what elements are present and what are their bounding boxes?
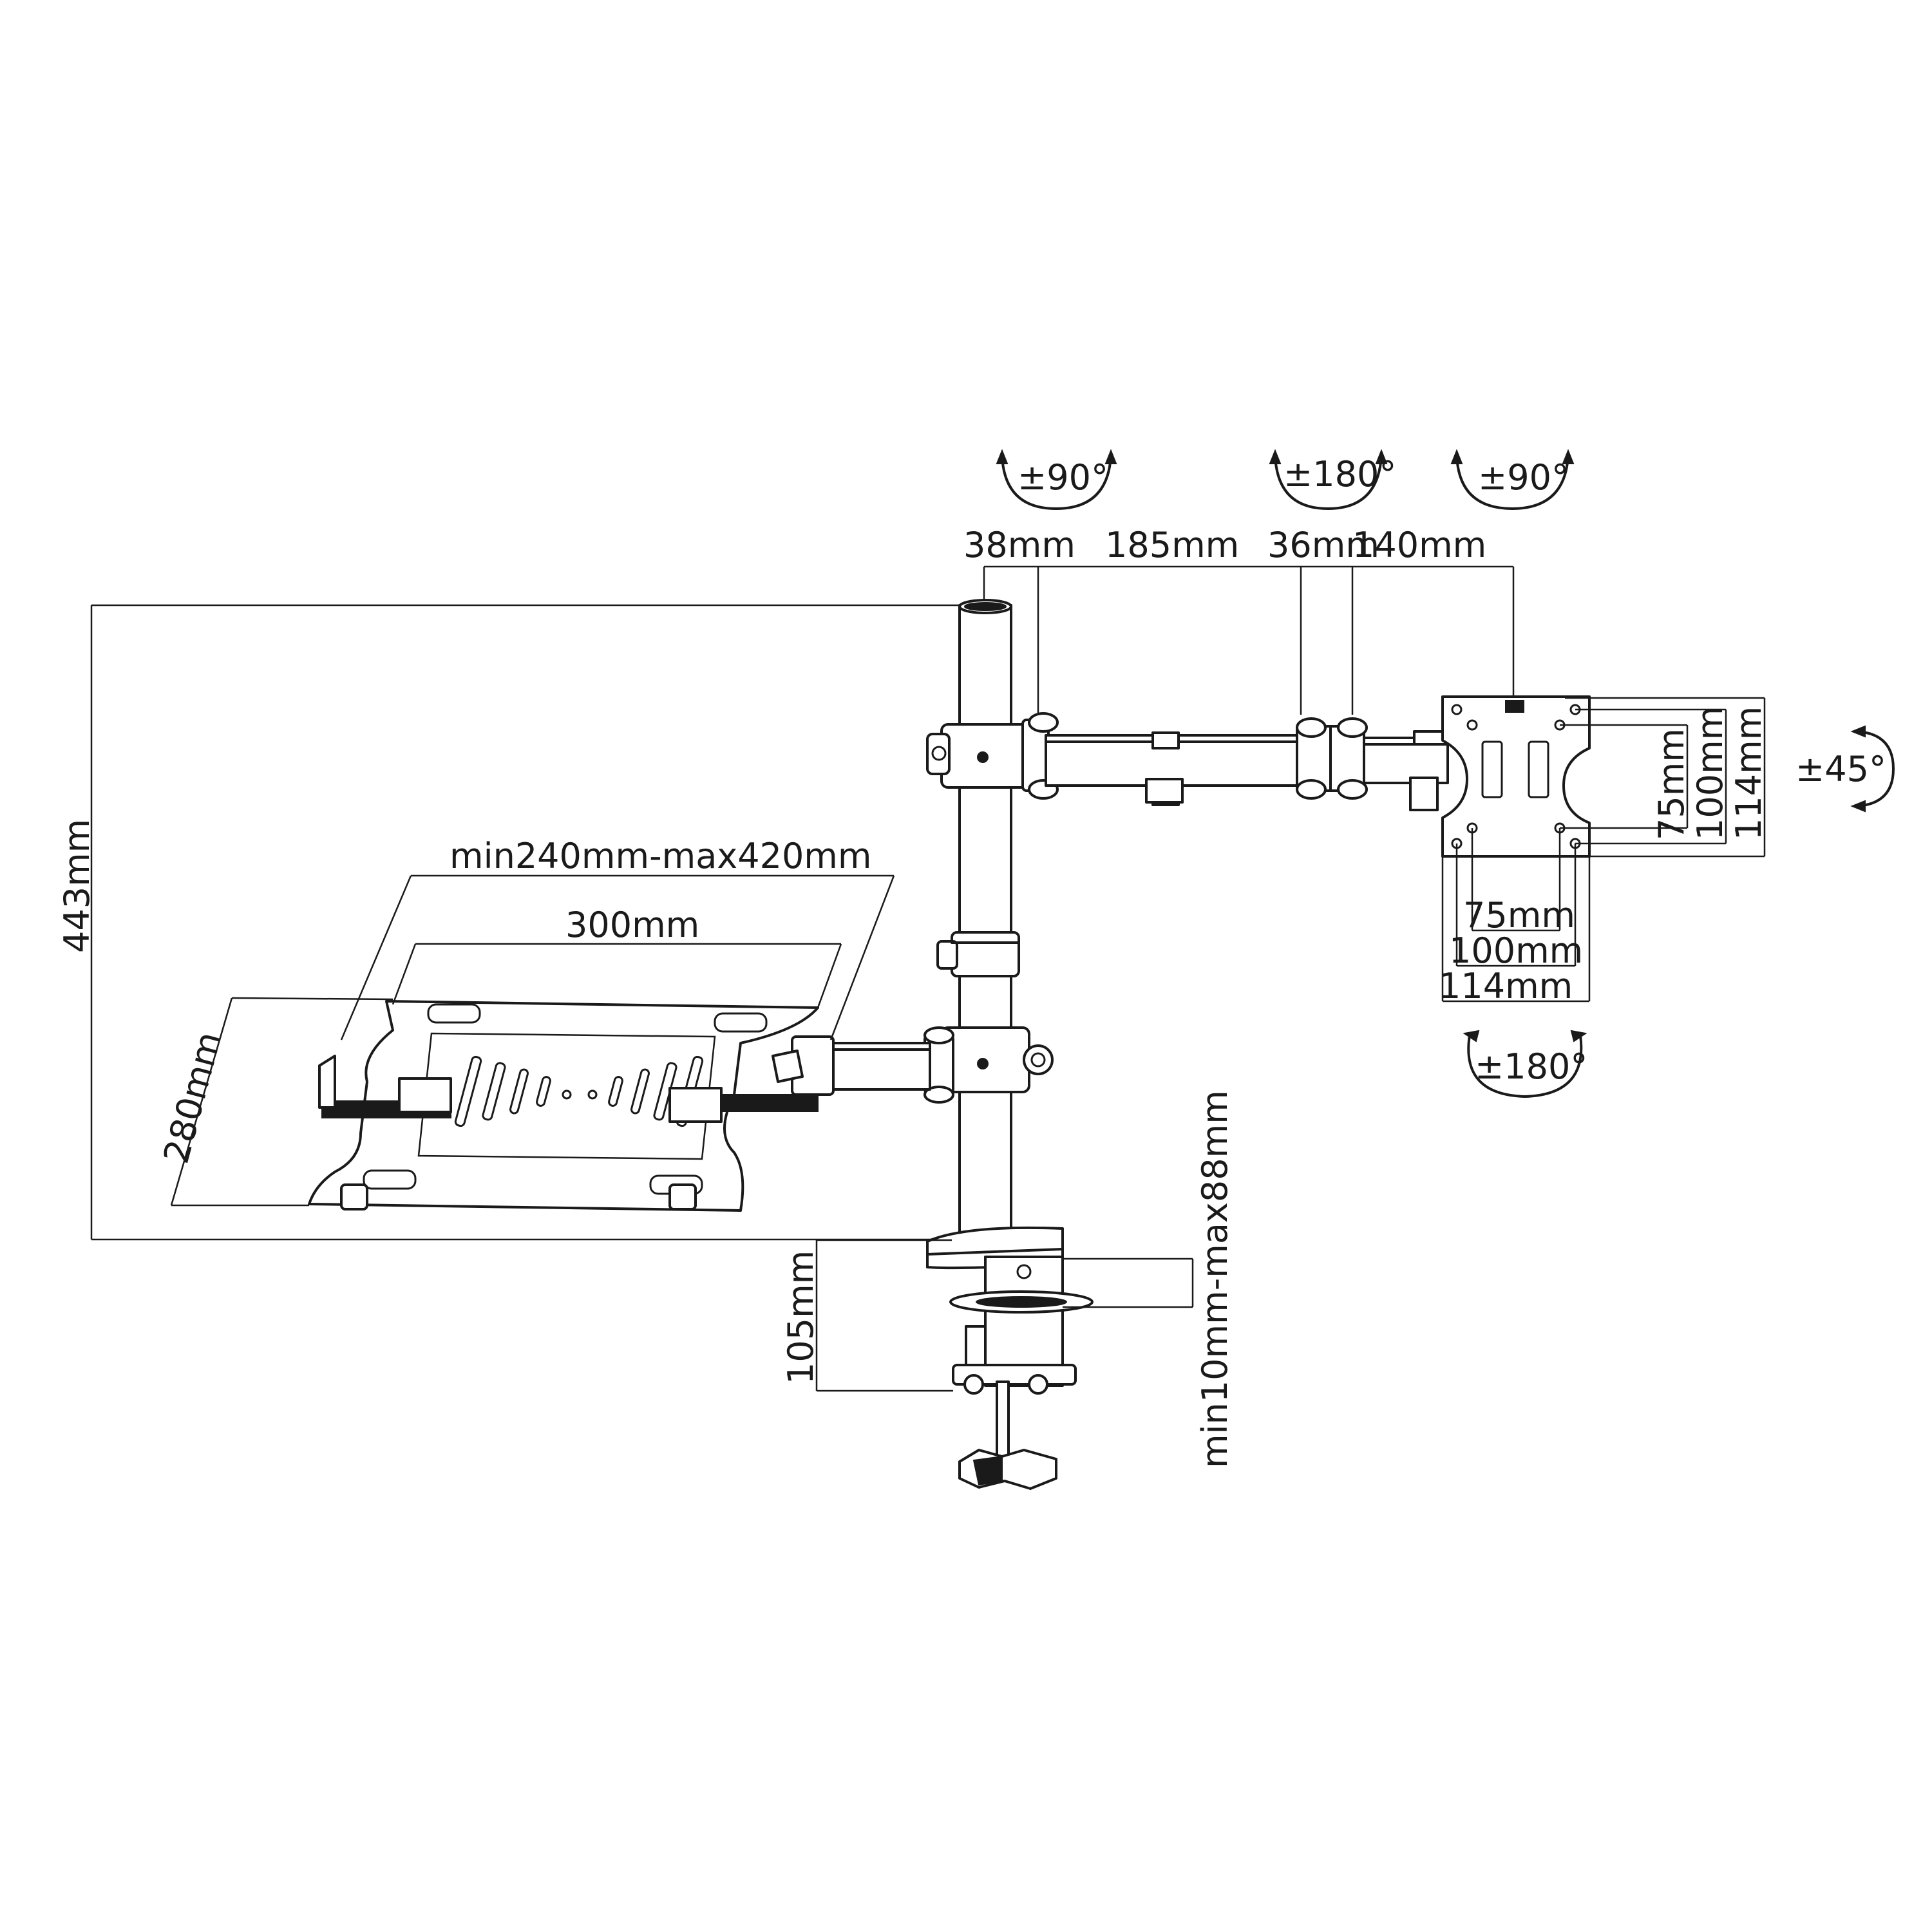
clamp-height-dimension xyxy=(815,1239,953,1392)
arm-dim-185: 185mm xyxy=(1105,525,1239,565)
desk-thickness-dimension xyxy=(1063,1258,1194,1308)
tray-depth-dimension xyxy=(170,997,393,1207)
laptop-tray xyxy=(308,1000,819,1212)
tray-width-range-label: min240mm-max420mm xyxy=(450,836,872,876)
arm-joint-rotation-label: ±180° xyxy=(1283,454,1396,495)
pole-rotation-label: ±90° xyxy=(1018,457,1108,498)
vesa-height-100: 100mm xyxy=(1690,706,1730,840)
desk-clamp xyxy=(926,1226,1094,1490)
vesa-plate xyxy=(1441,695,1591,858)
tray-width-range-dimension xyxy=(340,874,895,1041)
arm-dim-36: 36mm xyxy=(1267,525,1379,565)
tray-width-label: 300mm xyxy=(565,905,699,945)
arm-dimension-lines xyxy=(983,565,1515,715)
pole xyxy=(958,599,1012,1244)
pole-collar xyxy=(936,931,1020,977)
clamp-height-label: 105mm xyxy=(781,1250,821,1384)
overall-height-dimension xyxy=(90,604,960,1241)
vesa-height-75: 75mm xyxy=(1651,728,1692,840)
pole-rotation-arrow xyxy=(996,449,1117,510)
head-tilt-rotation-label: ±90° xyxy=(1478,457,1569,498)
head-swivel-rotation-arrow xyxy=(1850,725,1895,813)
vesa-height-dimensions xyxy=(1560,697,1766,858)
desk-thickness-label: min10mm-max88mm xyxy=(1195,1090,1235,1468)
tray-depth-label: 280mm xyxy=(156,1028,230,1167)
tray-width-dimension xyxy=(392,943,842,1008)
vesa-height-114: 114mm xyxy=(1728,706,1769,840)
head-rotate-rotation-arrow xyxy=(1463,1030,1587,1098)
vesa-width-100: 100mm xyxy=(1449,930,1583,971)
lower-arm xyxy=(772,1026,1054,1104)
arm-dim-38: 38mm xyxy=(963,525,1075,565)
vesa-width-114: 114mm xyxy=(1439,966,1573,1006)
head-swivel-rotation-label: ±45° xyxy=(1795,749,1886,789)
vesa-width-dimensions xyxy=(1441,828,1591,1003)
upper-arm xyxy=(926,712,1449,811)
arm-dim-140: 140mm xyxy=(1352,525,1486,565)
arm-joint-rotation-arrow xyxy=(1269,449,1388,510)
vesa-width-75: 75mm xyxy=(1463,895,1575,936)
head-tilt-rotation-arrow xyxy=(1450,449,1575,510)
overall-height-label: 443mm xyxy=(57,819,97,953)
head-rotate-rotation-label: ±180° xyxy=(1475,1046,1587,1087)
